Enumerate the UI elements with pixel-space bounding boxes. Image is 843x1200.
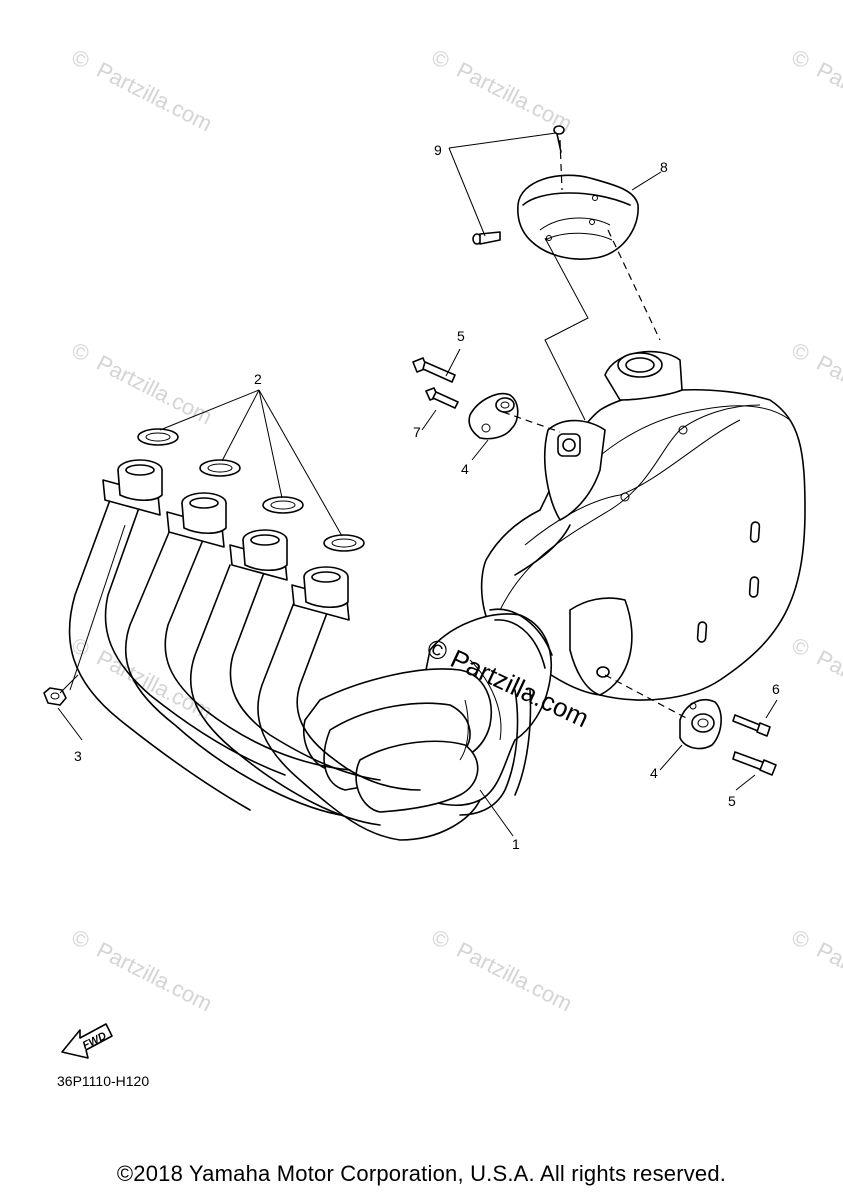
watermark-text: Partzilla.com <box>453 57 577 136</box>
watermark-text: Partzilla.com <box>813 645 843 724</box>
watermark-symbol: © <box>788 924 814 954</box>
damper-4-lower <box>679 698 722 750</box>
watermark-symbol: © <box>68 337 94 367</box>
watermark-text: Partzilla.com <box>813 937 843 1016</box>
watermark-text: Partzilla.com <box>93 350 217 429</box>
bolt-5-upper <box>412 357 456 383</box>
watermark-symbol: © <box>68 924 94 954</box>
callout-labels: 9 8 5 2 7 4 3 6 4 5 1 <box>74 142 780 852</box>
leader-lines <box>57 132 778 837</box>
fwd-label: FWD <box>81 1030 109 1052</box>
watermark-text: Partzilla.com <box>453 937 577 1016</box>
callout-5-upper: 5 <box>457 328 465 344</box>
fwd-arrow-icon: FWD <box>61 1023 113 1059</box>
collector-section <box>303 608 553 816</box>
callout-9: 9 <box>434 142 442 158</box>
header-pipes <box>68 459 481 841</box>
watermark-symbol: © <box>68 44 94 74</box>
watermark-symbol: © <box>788 632 814 662</box>
watermark-text: Partzilla.com <box>93 57 217 136</box>
callout-1: 1 <box>512 836 520 852</box>
callout-4-lower: 4 <box>650 765 658 781</box>
copyright-notice: ©2018 Yamaha Motor Corporation, U.S.A. A… <box>116 1161 727 1186</box>
callout-2: 2 <box>254 371 262 387</box>
gaskets <box>137 428 365 552</box>
screw-9-left <box>472 231 501 245</box>
muffler-body <box>480 350 806 701</box>
callout-4-upper: 4 <box>461 461 469 477</box>
callout-3: 3 <box>74 748 82 764</box>
watermark-symbol: © <box>428 924 454 954</box>
watermark-symbol: © <box>428 44 454 74</box>
callout-5-lower: 5 <box>728 793 736 809</box>
bolt-7 <box>425 387 459 409</box>
watermark-text: Partzilla.com <box>93 937 217 1016</box>
watermark-symbol: © <box>788 337 814 367</box>
watermark-text: Partzilla.com <box>813 57 843 136</box>
watermark-symbol: © <box>788 44 814 74</box>
callout-7: 7 <box>413 424 421 440</box>
diagram-code: 36P1110-H120 <box>57 1073 150 1089</box>
heat-protector <box>517 174 639 260</box>
screw-9-top <box>553 125 565 153</box>
bolt-6 <box>732 714 771 737</box>
watermark-text: Partzilla.com <box>813 350 843 429</box>
damper-4-upper <box>468 393 519 440</box>
callout-8: 8 <box>660 159 668 175</box>
bolt-5-lower <box>732 751 777 776</box>
callout-6: 6 <box>772 681 780 697</box>
